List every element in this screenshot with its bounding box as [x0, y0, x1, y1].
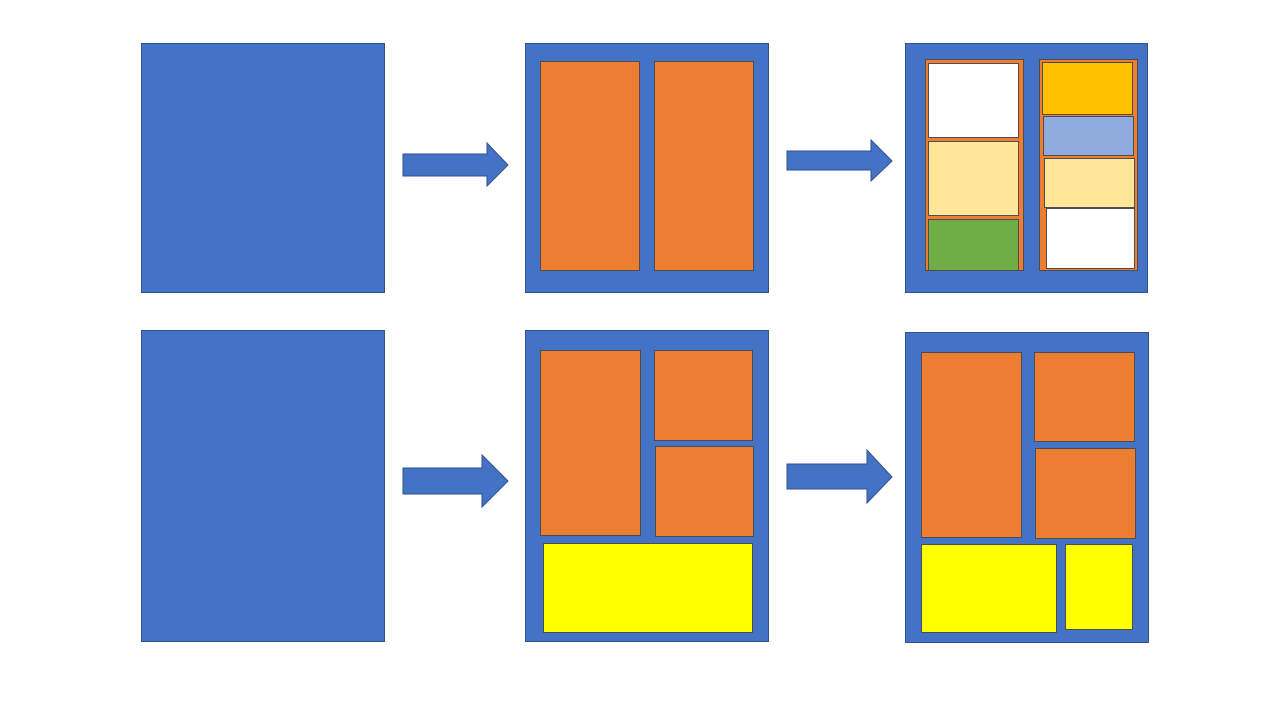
row1-arrow-2-icon: [786, 138, 893, 183]
row1-arrow-1-icon: [402, 141, 509, 188]
row1-stage3-left-cell-white: [928, 63, 1019, 138]
row1-stage2-square: [525, 43, 769, 293]
row2-stage3-bottom-left-bar: [921, 544, 1057, 633]
row2-stage3-bottom-right-cell: [1035, 448, 1136, 539]
row2-stage3-bottom-right-bar: [1065, 544, 1133, 630]
row1-stage3-right-cell-white: [1046, 208, 1135, 269]
row1-stage3-left-column: [925, 59, 1024, 271]
row2-stage1-blank-square: [141, 330, 385, 642]
row1-stage3-right-cell-gold: [1042, 62, 1133, 115]
row1-stage1-blank-square: [141, 43, 385, 293]
row2-stage2-square: [525, 330, 769, 642]
row1-stage3-right-column: [1039, 59, 1138, 271]
row2-stage2-tall-cell: [540, 350, 641, 536]
row2-stage2-top-right-cell: [654, 350, 753, 441]
row1-stage3-right-cell-lightyellow: [1044, 158, 1135, 208]
row2-stage3-square: [905, 332, 1149, 643]
row2-stage2-bottom-right-cell: [655, 446, 754, 537]
row1-stage3-square: [905, 43, 1148, 293]
row2-stage2-bottom-bar: [543, 543, 753, 633]
row1-stage2-left-column: [540, 61, 640, 271]
row2-arrow-1-icon: [402, 453, 509, 509]
row2-stage3-tall-cell: [921, 352, 1022, 538]
row1-stage2-right-column: [654, 61, 754, 271]
row2-stage3-top-right-cell: [1034, 352, 1135, 442]
row1-stage3-right-cell-lightblue: [1043, 116, 1134, 156]
row2-arrow-2-icon: [786, 448, 893, 505]
row1-stage3-left-cell-green: [928, 219, 1019, 271]
row1-stage3-left-cell-lightyellow: [928, 141, 1019, 216]
